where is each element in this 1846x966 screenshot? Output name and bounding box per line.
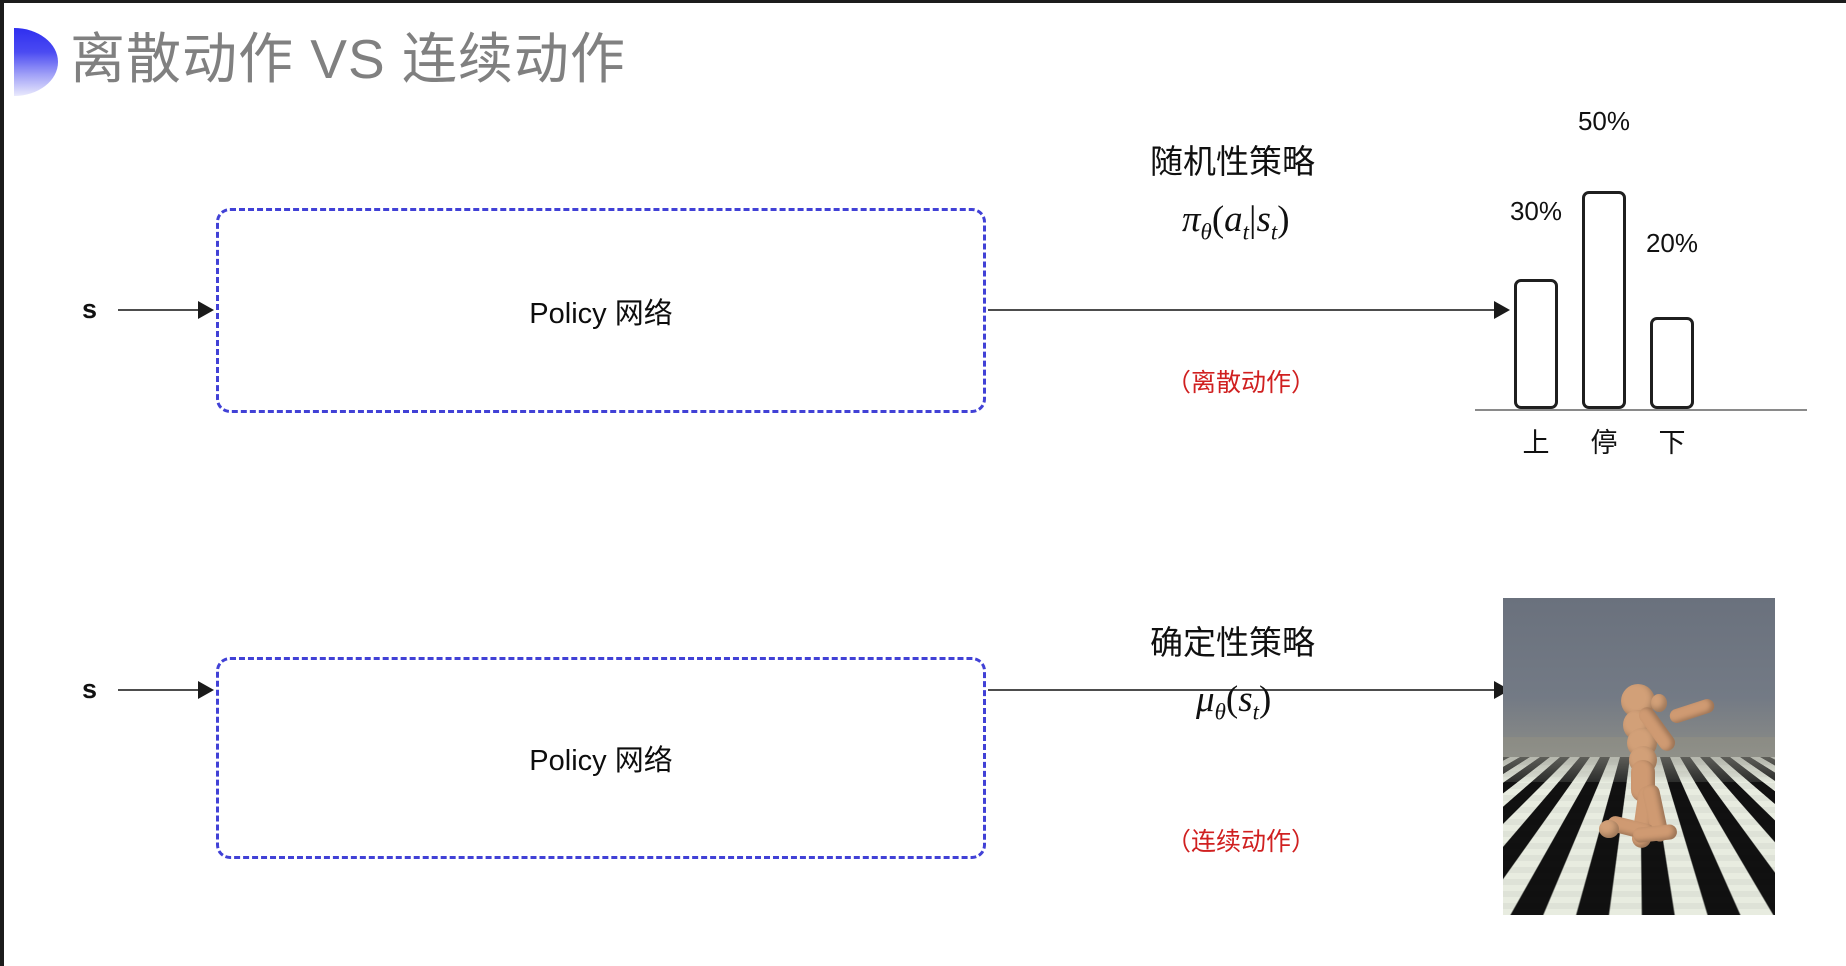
page-title: 离散动作 VS 连续动作 — [70, 28, 626, 90]
frame-edge-top — [0, 0, 1846, 3]
bar-0 — [1514, 279, 1558, 409]
policy-type-title-continuous: 确定性策略 — [1150, 624, 1315, 661]
policy-network-box-continuous[interactable]: Policy 网络 — [216, 657, 986, 859]
formula-mu: μ — [1196, 679, 1215, 720]
input-arrow-line-discrete — [118, 309, 200, 311]
input-arrow-head-discrete — [198, 301, 214, 319]
note-discrete-action: （离散动作） — [1166, 369, 1317, 397]
formula-state-subscript: t — [1270, 219, 1278, 245]
output-arrow-line-continuous — [988, 689, 1496, 691]
formula-close-paren-2: ) — [1258, 679, 1272, 720]
policy-network-label-continuous: Policy 网络 — [529, 745, 673, 777]
formula-pi: π — [1182, 199, 1201, 240]
policy-network-label-discrete: Policy 网络 — [529, 297, 673, 330]
formula-pi-subscript: θ — [1200, 219, 1212, 245]
humanoid-simulation-image — [1503, 598, 1775, 915]
action-probability-bar-chart: 30% 上 50% 停 20% 下 — [1470, 96, 1810, 458]
formula-mu-subscript: θ — [1214, 699, 1226, 725]
formula-deterministic-policy: μθ(st) — [1196, 678, 1271, 725]
policy-network-box-discrete[interactable]: Policy 网络 — [216, 208, 986, 413]
input-state-label-continuous: s — [82, 674, 98, 704]
bar-category-1: 停 — [1590, 428, 1618, 458]
formula-close-paren: ) — [1277, 199, 1290, 240]
bar-value-2: 20% — [1645, 228, 1699, 258]
note-continuous-action: （连续动作） — [1166, 828, 1317, 856]
bar-1 — [1582, 191, 1626, 409]
humanoid-hand — [1651, 694, 1667, 712]
bar-value-0: 30% — [1509, 196, 1563, 226]
bar-2 — [1650, 317, 1694, 409]
formula-state-subscript-2: t — [1252, 699, 1259, 725]
policy-type-title-discrete: 随机性策略 — [1150, 143, 1315, 180]
chart-baseline-axis — [1475, 409, 1807, 411]
bar-category-0: 上 — [1522, 428, 1550, 458]
formula-open-paren: ( — [1211, 199, 1225, 240]
output-arrow-line-discrete — [988, 309, 1496, 311]
output-arrow-head-discrete — [1494, 301, 1510, 319]
input-arrow-head-continuous — [198, 681, 214, 699]
formula-open-paren-2: ( — [1225, 679, 1239, 720]
formula-given-bar: | — [1249, 199, 1257, 240]
input-arrow-line-continuous — [118, 689, 200, 691]
formula-stochastic-policy: πθ(at|st) — [1182, 198, 1290, 245]
formula-state-2: s — [1238, 679, 1253, 720]
formula-action-subscript: t — [1242, 219, 1250, 245]
input-state-label-discrete: s — [82, 294, 98, 324]
title-bullet-icon — [14, 28, 58, 96]
formula-action: a — [1224, 199, 1243, 240]
humanoid-foot — [1599, 820, 1619, 838]
bar-value-1: 50% — [1577, 106, 1631, 136]
formula-state: s — [1256, 199, 1271, 240]
frame-edge-left — [0, 0, 4, 966]
bar-category-2: 下 — [1658, 428, 1686, 458]
